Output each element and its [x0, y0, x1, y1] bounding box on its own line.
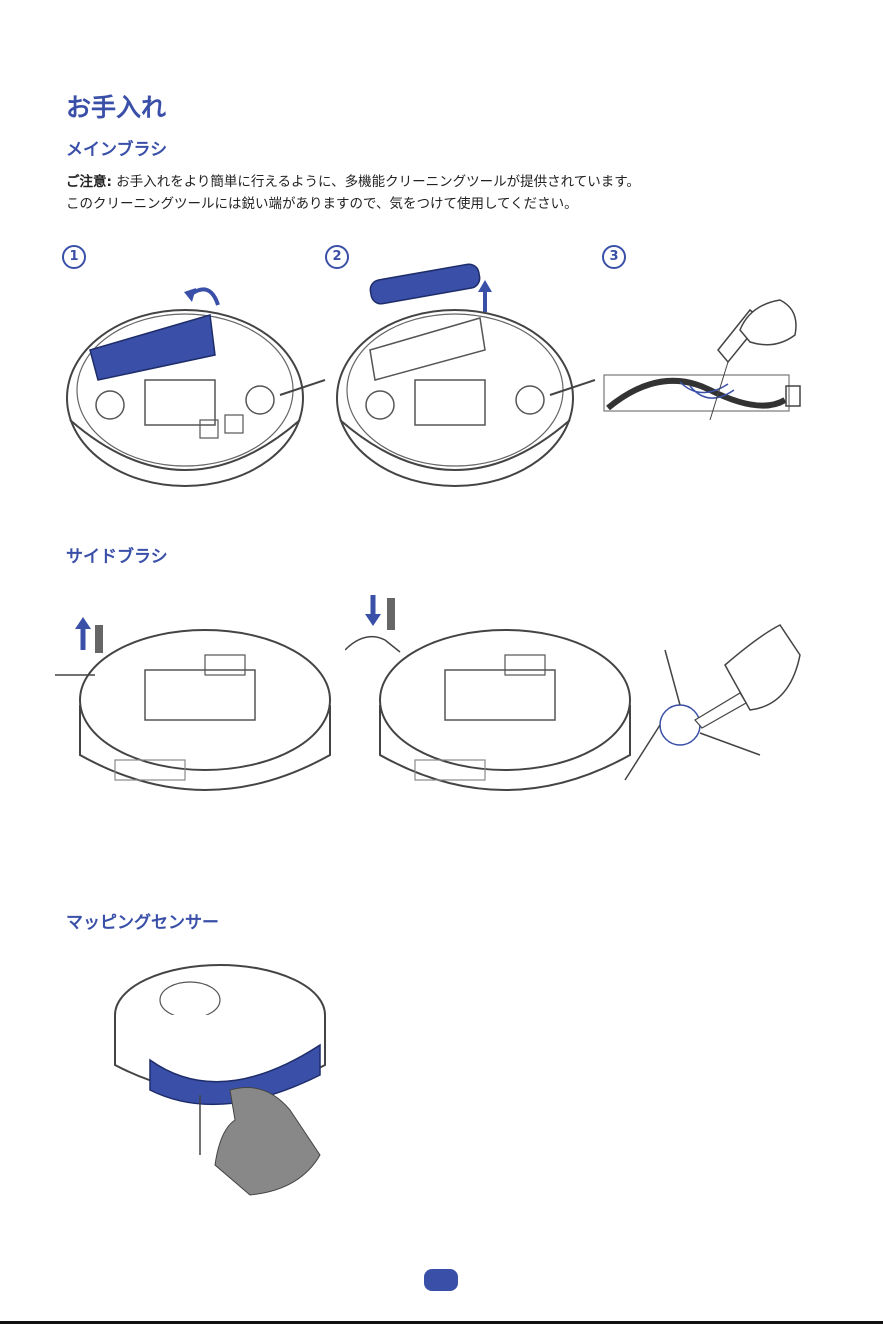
figure-screw-side-brush: [345, 590, 635, 805]
caution-line-2: このクリーニングツールには鋭い端がありますので、気をつけて使用してください。: [66, 193, 846, 215]
caution-line-1: お手入れをより簡単に行えるように、多機能クリーニングツールが提供されています。: [112, 174, 640, 190]
step-number-1: 1: [62, 245, 86, 269]
figure-clean-brush-with-tool: [600, 290, 840, 450]
figure-remove-main-brush: [330, 250, 600, 500]
section-title-mapping-sensor: マッピングセンサー: [66, 908, 219, 933]
figure-remove-brush-cover: [60, 280, 330, 500]
step-number-3: 3: [602, 245, 626, 269]
figure-unscrew-side-brush: [55, 615, 335, 805]
caution-label: ご注意:: [66, 174, 112, 190]
section-title-main-brush: メインブラシ: [66, 135, 167, 160]
page-number-badge: [424, 1269, 458, 1291]
figure-clean-side-brush: [620, 615, 810, 800]
page-title: お手入れ: [66, 88, 166, 124]
section-title-side-brush: サイドブラシ: [66, 542, 168, 567]
figure-wipe-mapping-sensor: [105, 960, 335, 1200]
caution-note: ご注意: お手入れをより簡単に行えるように、多機能クリーニングツールが提供されて…: [66, 171, 846, 215]
